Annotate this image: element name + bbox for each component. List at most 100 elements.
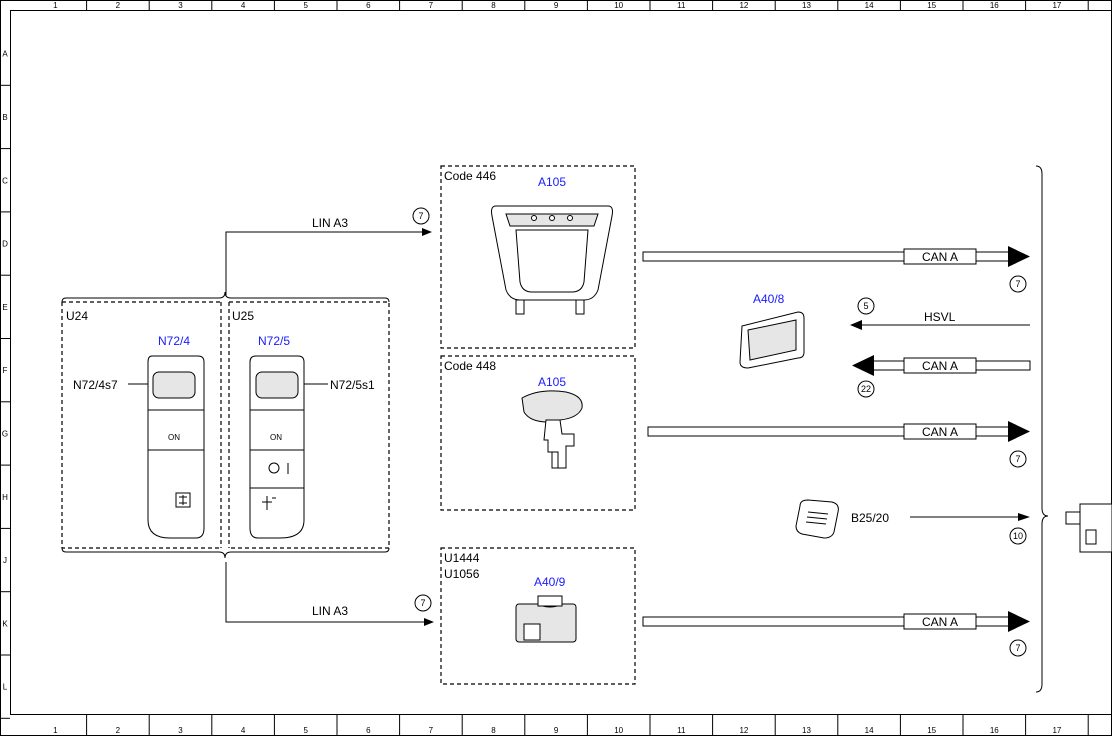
row-label: D [2,240,8,249]
can-line-4: CAN A 7 [642,611,1030,657]
column-label: 13 [802,1,811,10]
switch-panel-n72-4: ON [147,355,205,539]
code446-label: Code 446 [444,169,496,183]
column-grid: 1122334455667788991010111112121313141415… [53,0,1089,736]
can-label-2: CAN A [922,359,958,373]
a40-8-label: A40/8 [753,292,785,306]
column-label: 15 [927,726,936,735]
row-label: H [2,493,8,502]
dial-icon [268,462,280,474]
column-label: 2 [116,1,121,10]
lin-label-top: LIN A3 [312,216,348,230]
overhead-control-panel [491,205,613,315]
u24-label: U24 [66,309,88,323]
column-label: 6 [366,1,371,10]
column-label: 17 [1052,1,1061,10]
column-label: 12 [739,726,748,735]
column-label: 15 [927,1,936,10]
code448-boundary [440,355,636,511]
edge-component [1065,503,1112,553]
can-line-2: CAN A 22 [852,355,1031,398]
column-label: 6 [366,726,371,735]
column-label: 4 [241,726,246,735]
ref-circle-b25 [1009,527,1027,545]
column-label: 8 [491,1,496,10]
column-label: 5 [303,1,308,10]
adjust-icon [262,496,276,510]
column-label: 2 [116,726,121,735]
hsvl-label: HSVL [924,310,956,324]
column-label: 16 [990,1,999,10]
column-label: 4 [241,1,246,10]
code448-label: Code 448 [444,359,496,373]
row-label: B [2,113,7,122]
n72-5s1-label: N72/5s1 [330,378,375,392]
gear-lever-module [521,390,583,469]
u1056-label: U1056 [444,567,480,581]
on-label-right: ON [270,433,282,442]
column-label: 17 [1052,726,1061,735]
column-label: 5 [303,726,308,735]
u1444-label: U1444 [444,551,480,565]
column-label: 14 [865,1,874,10]
n72-4-label: N72/4 [158,334,190,348]
column-label: 16 [990,726,999,735]
ref-can-1: 7 [1015,279,1020,289]
ref-can-3: 7 [1015,454,1020,464]
lin-line-top [225,231,430,296]
lin-line-bottom [225,562,432,623]
column-label: 7 [429,726,434,735]
column-label: 12 [739,1,748,10]
column-label: 1 [53,726,58,735]
hsvl-line: HSVL 5 [850,297,1030,330]
can-label-4: CAN A [922,615,958,629]
column-label: 3 [178,726,183,735]
right-brace [1035,165,1049,693]
ref-circle-lin-bottom [414,594,432,612]
column-label: 9 [554,726,559,735]
ref-b25: 10 [1013,531,1023,541]
a40-9-label: A40/9 [534,575,566,589]
column-label: 11 [677,726,686,735]
u1444-boundary [440,547,636,685]
lin-arrow-top [422,228,432,236]
u25-boundary [229,301,390,549]
row-label: J [3,556,7,565]
column-label: 3 [178,1,183,10]
on-label-left: ON [168,433,180,442]
b25-arrow [1018,513,1030,521]
display-unit [739,311,805,369]
column-label: 10 [614,1,623,10]
ref-lin-bottom: 7 [420,598,425,608]
b25-20-label: B25/20 [851,511,889,525]
u25-label: U25 [232,309,254,323]
controller-knob [515,595,577,643]
column-label: 13 [802,726,811,735]
row-label: K [2,619,8,628]
row-label: C [2,176,8,185]
ref-can-4: 7 [1015,643,1020,653]
column-label: 10 [614,726,623,735]
group-brace-bottom [61,547,390,559]
code446-boundary [440,165,636,349]
row-label: G [2,429,8,438]
ref-lin-top: 7 [418,211,423,221]
lin-label-bottom: LIN A3 [312,604,348,618]
ref-circle-lin-top [412,207,430,225]
column-label: 7 [429,1,434,10]
row-label: E [2,303,7,312]
n72-5-label: N72/5 [258,334,290,348]
ref-hsvl: 5 [863,301,868,311]
a105-top-label: A105 [538,175,566,189]
a105-mid-label: A105 [538,375,566,389]
column-label: 9 [554,1,559,10]
can-line-1: CAN A 7 [642,246,1030,293]
row-label: A [2,50,8,59]
can-label-3: CAN A [922,425,958,439]
column-label: 11 [677,1,686,10]
b25-sensor [795,499,839,539]
column-label: 1 [53,1,58,10]
row-label: L [3,683,8,692]
